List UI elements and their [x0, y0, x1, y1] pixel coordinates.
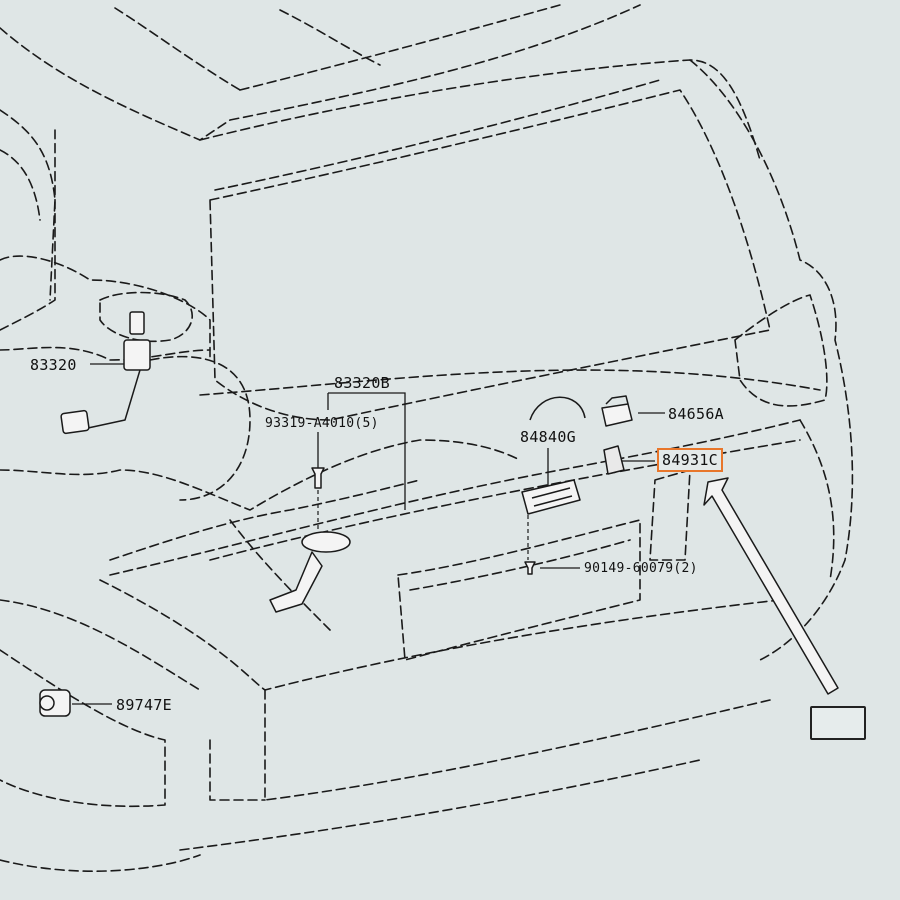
reference-arrow — [703, 477, 839, 695]
part-label-84656a[interactable]: 84656A — [668, 405, 724, 423]
left-pipe — [0, 129, 56, 331]
left-quarter — [0, 649, 166, 808]
sender-float-arm — [87, 369, 141, 429]
sender-b-body — [269, 551, 323, 613]
part-label-93319[interactable]: 93319-A4010(5) — [265, 416, 379, 431]
part-label-90149[interactable]: 90149-60079(2) — [584, 561, 698, 576]
left-glass — [0, 109, 56, 301]
right-tail-lamp — [734, 294, 828, 407]
right-pillar — [689, 59, 854, 661]
roof-rack-line — [239, 4, 561, 91]
screw-93319 — [311, 467, 325, 489]
roof-rack-line-2 — [279, 9, 381, 66]
window-inner — [214, 79, 661, 191]
bumper-top — [99, 579, 781, 691]
left-bottom — [0, 854, 201, 872]
roof-front-line — [114, 7, 241, 91]
back-door-belt — [199, 369, 821, 396]
switch-84840g — [521, 479, 581, 515]
sender-unit-body — [123, 339, 151, 371]
switch-84840g-detail — [531, 487, 573, 507]
sender-unit-head — [129, 311, 145, 335]
reference-view-box[interactable] — [810, 706, 866, 740]
roof-outline — [0, 4, 641, 141]
sender-float — [60, 409, 90, 435]
bumper-lower — [179, 759, 701, 851]
switch-84656a-top — [605, 395, 629, 405]
back-door-lower — [109, 419, 801, 576]
fuel-tank-top — [0, 255, 211, 361]
rear-panel — [229, 519, 331, 631]
sensor-89747e-face — [39, 695, 55, 711]
switch-84840g-arc — [529, 396, 586, 421]
fuel-opening — [99, 291, 194, 343]
panel-hump — [149, 355, 251, 501]
part-label-84840g[interactable]: 84840G — [520, 428, 576, 446]
plate-recess — [397, 519, 641, 661]
cargo-floor — [0, 439, 521, 511]
plate-recess-inner — [409, 539, 631, 591]
part-label-89747e[interactable]: 89747E — [116, 696, 172, 714]
screw-90149 — [524, 561, 536, 575]
rear-window — [209, 89, 771, 421]
left-quarter-2 — [0, 599, 201, 691]
sender-b-flange — [301, 531, 351, 553]
leader-83320b — [328, 392, 406, 510]
spare-well — [109, 479, 421, 561]
part-label-84931c[interactable]: 84931C — [657, 448, 723, 472]
upper-panel-line — [199, 59, 761, 161]
part-label-83320b[interactable]: 83320B — [334, 374, 390, 392]
left-glass-2 — [0, 149, 41, 221]
switch-84656a — [601, 403, 633, 427]
fuel-tank-body — [0, 346, 211, 361]
bumper-step — [209, 739, 266, 801]
part-label-83320[interactable]: 83320 — [30, 356, 77, 374]
right-bumper-edge — [799, 419, 835, 581]
switch-84931c — [603, 445, 625, 475]
bumper-face — [264, 689, 771, 801]
right-lower-lamp — [649, 469, 691, 561]
